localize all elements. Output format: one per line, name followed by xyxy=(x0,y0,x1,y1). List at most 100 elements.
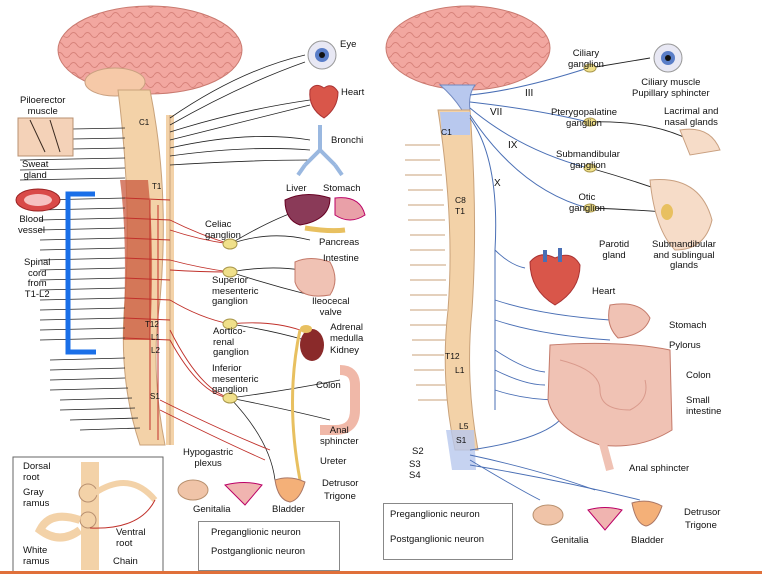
label-pylorus-right: Pylorus xyxy=(669,340,701,351)
label-detrusor-right: Detrusor xyxy=(684,507,721,518)
stomach-right xyxy=(608,303,651,339)
nerve-iii: III xyxy=(525,88,534,99)
label-liver-left: Liver xyxy=(286,183,307,194)
bottom-accent-bar xyxy=(0,571,762,574)
intestine-left xyxy=(294,258,336,297)
seg-s1-right: S1 xyxy=(456,435,467,445)
face-right xyxy=(649,128,721,251)
seg-c1-left: C1 xyxy=(139,118,150,127)
seg-l1-right: L1 xyxy=(455,365,465,375)
liver-stomach-left xyxy=(284,194,366,234)
nerve-x: X xyxy=(494,178,501,189)
seg-l5-right: L5 xyxy=(459,421,469,431)
label-heart-left: Heart xyxy=(341,87,365,98)
vagus-branches xyxy=(469,249,641,501)
label-pancreas-left: Pancreas xyxy=(319,237,360,248)
skin-icon xyxy=(17,117,74,157)
seg-t12-left: T12 xyxy=(145,320,159,329)
label-eye-left: Eye xyxy=(340,39,357,50)
seg-l2-left: L2 xyxy=(151,346,160,355)
nerve-vii: VII xyxy=(490,107,503,118)
preganglionic-red-left xyxy=(124,197,171,440)
legend-sympathetic: Preganglionic neuron Postganglionic neur… xyxy=(198,521,340,571)
spinal-nerves-left xyxy=(19,127,141,431)
label-bladder-right: Bladder xyxy=(631,535,664,546)
vertebra-ticks xyxy=(405,144,447,401)
label-ureter-left: Ureter xyxy=(320,456,347,467)
ureter-line xyxy=(291,329,302,481)
label-heart-right: Heart xyxy=(592,286,616,297)
seg-s4-right: S4 xyxy=(409,470,421,481)
seg-t1-right: T1 xyxy=(455,206,465,216)
parasympathetic-spine xyxy=(437,109,479,470)
intestines-right xyxy=(547,342,673,472)
label-kidney-left: Kidney xyxy=(330,345,360,356)
label-bladder-left: Bladder xyxy=(272,504,305,515)
parasympathetic-brain xyxy=(385,5,551,111)
seg-c8-right: C8 xyxy=(455,195,466,205)
legend-parasympathetic: Preganglionic neuron Postganglionic neur… xyxy=(383,503,513,560)
seg-s2-right: S2 xyxy=(412,446,424,457)
label-genitalia-left: Genitalia xyxy=(193,504,231,515)
spinal-cord-bracket xyxy=(65,191,96,355)
inset-box xyxy=(12,456,164,573)
label-genitalia-right: Genitalia xyxy=(551,535,589,546)
nerve-ix: IX xyxy=(508,140,518,151)
seg-l1-left: L1 xyxy=(151,333,160,342)
label-bronchi-left: Bronchi xyxy=(331,135,364,146)
genitalia-left xyxy=(177,477,306,506)
label-detrusor-left: Detrusor xyxy=(322,478,359,489)
kidney-left xyxy=(300,325,324,361)
sympathetic-ganglia xyxy=(222,238,238,404)
genitalia-right xyxy=(532,500,663,531)
sympathetic-brain xyxy=(57,5,243,97)
para-ganglia xyxy=(583,63,597,213)
blood-vessel-icon xyxy=(15,188,61,212)
seg-s3-right: S3 xyxy=(409,459,421,470)
seg-s1-left: S1 xyxy=(150,392,160,401)
seg-t1-left: T1 xyxy=(152,182,162,191)
legend-pre-left: Preganglionic neuron xyxy=(211,527,301,538)
label-colon-right: Colon xyxy=(686,370,711,381)
inset-chain: Chain xyxy=(113,556,138,567)
eye-right xyxy=(653,43,683,73)
legend-post-right: Postganglionic neuron xyxy=(390,534,485,545)
label-trigone-left: Trigone xyxy=(324,491,356,502)
label-intestine-left: Intestine xyxy=(323,253,359,264)
cranial-nerves xyxy=(469,67,589,410)
legend-pre-right: Preganglionic neuron xyxy=(390,509,480,520)
label-stomach-left: Stomach xyxy=(323,183,361,194)
heart-right xyxy=(529,248,581,306)
bronchi-left xyxy=(296,125,344,177)
label-stomach-right: Stomach xyxy=(669,320,707,331)
legend-post-left: Postganglionic neuron xyxy=(211,546,306,557)
label-colon-left: Colon xyxy=(316,380,341,391)
label-anal-right: Anal sphincter xyxy=(629,463,690,474)
colon-left xyxy=(320,365,360,435)
seg-c1-right: C1 xyxy=(441,127,452,137)
